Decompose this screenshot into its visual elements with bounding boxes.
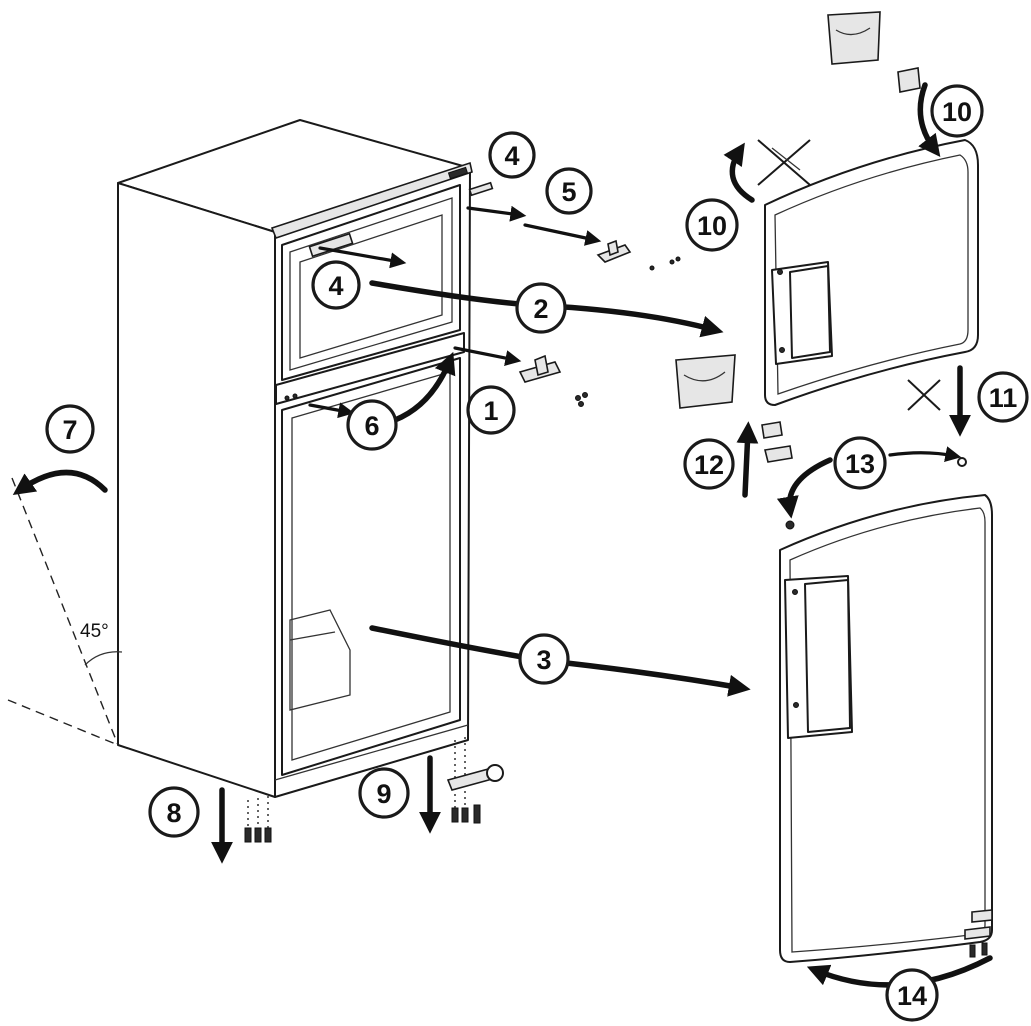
callout-5: 5 xyxy=(545,167,593,215)
callout-10-left-label: 10 xyxy=(697,211,727,241)
parts-bag-top xyxy=(827,11,921,93)
callout-4-freezer: 4 xyxy=(311,260,361,310)
callout-3: 3 xyxy=(518,633,570,685)
callout-4-top: 4 xyxy=(488,131,536,179)
callout-1: 1 xyxy=(466,385,516,435)
callout-9-label: 9 xyxy=(376,779,391,809)
arrow-1 xyxy=(453,346,522,366)
callout-14: 14 xyxy=(885,968,939,1022)
callout-1-label: 1 xyxy=(483,396,498,426)
arrow-12 xyxy=(736,421,759,498)
fridge-door xyxy=(779,494,993,963)
prohibited-mark-top xyxy=(757,139,811,186)
angle-label: 45° xyxy=(80,621,109,642)
callout-13-label: 13 xyxy=(845,449,875,479)
callout-11: 11 xyxy=(977,371,1029,423)
arrow-5 xyxy=(523,223,602,246)
door-bottom-parts xyxy=(964,909,993,958)
callout-10-left: 10 xyxy=(685,198,739,252)
callout-12-label: 12 xyxy=(694,450,724,480)
arrow-4-top xyxy=(466,205,527,222)
callout-5-label: 5 xyxy=(561,177,576,207)
callout-13: 13 xyxy=(833,436,887,490)
freezer-door xyxy=(764,139,979,406)
arrow-10a xyxy=(723,142,755,203)
arrow-6b xyxy=(392,351,456,423)
callout-8-label: 8 xyxy=(166,798,181,828)
bottom-hinge-parts xyxy=(244,737,504,843)
arrow-4-freezer xyxy=(318,246,407,269)
callout-11-label: 11 xyxy=(989,383,1018,413)
parts-bag-middle xyxy=(675,354,793,463)
tilt-guide: 45° xyxy=(7,477,123,746)
top-hinge-parts xyxy=(468,181,681,271)
callout-2-label: 2 xyxy=(533,294,548,324)
callout-9: 9 xyxy=(358,767,410,819)
callout-10-right-label: 10 xyxy=(942,97,972,127)
callout-3-label: 3 xyxy=(536,645,551,675)
callout-7-label: 7 xyxy=(62,415,77,445)
callout-12: 12 xyxy=(683,438,735,490)
callouts: 4 5 10 10 4 2 1 6 xyxy=(45,84,1029,1022)
callout-6-label: 6 xyxy=(364,411,379,441)
arrow-13b xyxy=(888,446,962,462)
callout-4-freezer-label: 4 xyxy=(328,271,343,301)
middle-hinge-parts xyxy=(518,354,588,407)
callout-8: 8 xyxy=(148,786,200,838)
arrow-7 xyxy=(12,469,108,496)
callout-7: 7 xyxy=(45,404,95,454)
callout-10-right: 10 xyxy=(930,84,984,138)
callout-2: 2 xyxy=(515,282,567,334)
arrow-10b xyxy=(917,82,941,157)
arrow-13a xyxy=(776,457,833,519)
arrow-6a xyxy=(308,402,355,419)
callout-4-top-label: 4 xyxy=(504,141,519,171)
callout-14-label: 14 xyxy=(897,981,927,1011)
callout-6: 6 xyxy=(346,399,398,451)
fridge-cabinet xyxy=(117,119,473,798)
